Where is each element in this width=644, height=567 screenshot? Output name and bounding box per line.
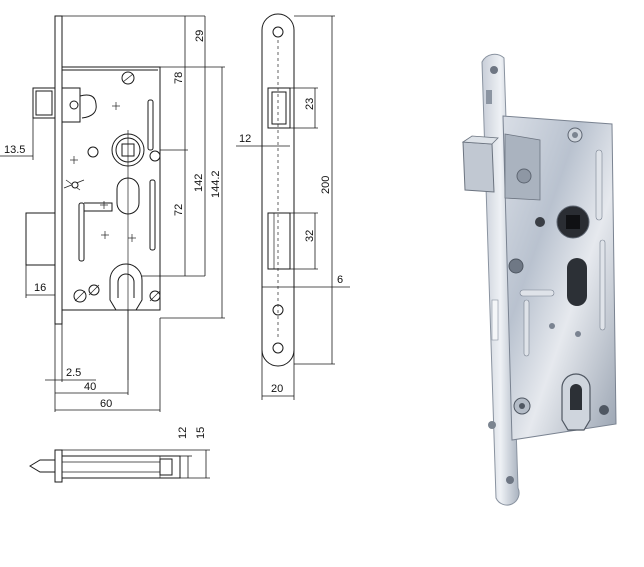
- dim-23: 23: [304, 98, 316, 110]
- deadbolt: [25, 212, 56, 266]
- bottom-dimensions: 12 15: [62, 427, 210, 479]
- dim-32: 32: [304, 230, 316, 242]
- dim-72: 72: [173, 204, 185, 216]
- dim-12-bottom: 12: [177, 427, 189, 439]
- front-view: [25, 15, 161, 380]
- dim-15: 15: [195, 427, 207, 439]
- latch-opening: [267, 87, 291, 129]
- side-view: [261, 13, 295, 367]
- dim-16: 16: [34, 282, 46, 294]
- dim-6: 6: [337, 274, 343, 286]
- mortise-lock-photo: [461, 53, 617, 506]
- deadbolt-opening: [267, 212, 291, 270]
- latch-tip: [29, 459, 56, 473]
- cylinder-cutout: [109, 263, 143, 311]
- dim-29: 29: [194, 30, 206, 42]
- dim-20: 20: [271, 383, 283, 395]
- dim-78: 78: [173, 72, 185, 84]
- dim-40: 40: [84, 381, 96, 393]
- front-dimensions: 29 78 72 142 144.2 13.5 16 2.5 40 60: [0, 15, 225, 412]
- faceplate: [54, 15, 63, 325]
- dim-60: 60: [100, 398, 112, 410]
- dim-142: 142: [193, 174, 205, 192]
- dim-2-5: 2.5: [66, 367, 81, 379]
- lock-case: [62, 66, 161, 311]
- dim-144-2: 144.2: [210, 170, 222, 198]
- dim-12-side: 12: [239, 133, 251, 145]
- side-dimensions: 23 12 200 32 6 20: [236, 15, 350, 400]
- dim-13-5: 13.5: [4, 144, 25, 156]
- dim-200: 200: [320, 176, 332, 194]
- latch-bolt: [32, 87, 56, 119]
- bottom-view: [29, 449, 181, 483]
